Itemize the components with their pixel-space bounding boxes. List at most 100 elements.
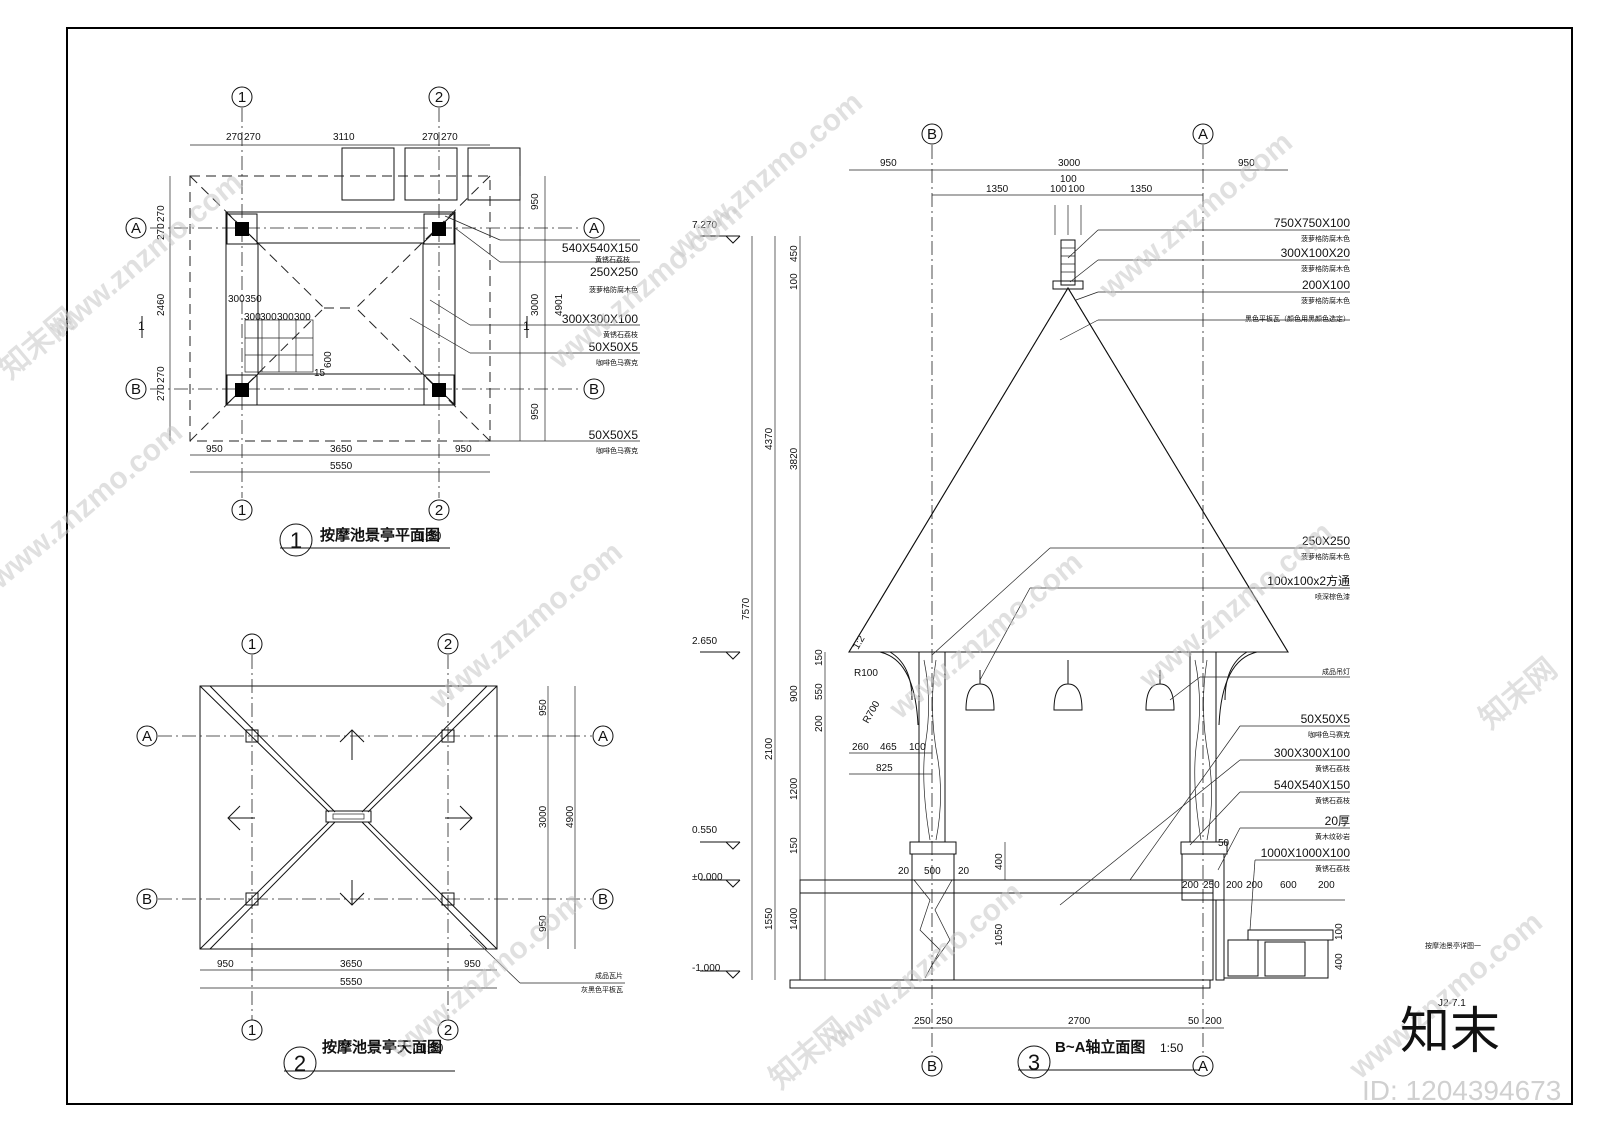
dim-text: 15 [314, 368, 326, 379]
note-sub: 成品吊灯 [1322, 667, 1350, 676]
dim-text: 200 [1318, 880, 1335, 891]
dim-text: 100 [1050, 184, 1067, 195]
note-sub: 咖啡色马赛克 [1308, 730, 1350, 739]
drawing-title: 按摩池景亭平面图 [320, 526, 440, 544]
note-main: 1000X1000X100 [1261, 846, 1351, 860]
note-main: 300X300X100 [1274, 746, 1350, 760]
watermark: www.znzmo.com [43, 165, 249, 346]
dim-text: 270 [441, 132, 458, 143]
note-sub: 黑色平板瓦（颜色用黑颜色选定） [1245, 314, 1350, 323]
axis-label-a: A [142, 728, 152, 745]
plan-dimensions: 270 270 3110 270 270 270 270 2460 270 27… [156, 132, 565, 472]
dim-text: 950 [1238, 158, 1255, 169]
level-text: 0.550 [692, 825, 717, 836]
dim-text: 950 [464, 959, 481, 970]
watermark: www.znzmo.com [663, 85, 869, 266]
note-main: 50X50X5 [589, 428, 639, 442]
dim-text: 200 [1226, 880, 1243, 891]
axis-label-1: 1 [238, 89, 246, 106]
image-id: ID: 1204394673 [1362, 1075, 1561, 1106]
drawing-number: 2 [294, 1051, 306, 1076]
dim-text: R700 [861, 699, 883, 726]
drawing-scale: 1:50 [420, 1041, 444, 1055]
dim-text: 1350 [1130, 184, 1153, 195]
dim-text: 270 [156, 366, 167, 383]
dim-text: 950 [538, 915, 549, 932]
note-main: 300X300X100 [562, 312, 638, 326]
dim-text: 5550 [340, 977, 363, 988]
dim-text: 4900 [565, 805, 576, 828]
note-sub: 黄锈石荔枝 [603, 330, 638, 339]
dim-text: 3650 [330, 444, 353, 455]
dim-text: 50 [1188, 1016, 1200, 1027]
dim-text: 1350 [986, 184, 1009, 195]
dim-text: 3000 [1058, 158, 1081, 169]
level-text: 2.650 [692, 636, 717, 647]
axis-label-a: A [131, 220, 141, 237]
dim-text: 950 [206, 444, 223, 455]
dim-text: 2460 [156, 293, 167, 316]
elevation-drawing [700, 145, 1350, 1055]
dim-text: 100 [1334, 923, 1345, 940]
note-main: 540X540X150 [562, 241, 638, 255]
axis-label-1: 1 [238, 502, 246, 519]
elevation-notes: 750X750X100 菠萝格防腐木色 300X100X20 菠萝格防腐木色 2… [1245, 216, 1350, 873]
dim-text: 270 [156, 205, 167, 222]
dim-text: 465 [880, 742, 897, 753]
roof-plan-dimensions: 950 3000 4900 950 950 3650 950 5550 成品瓦片… [217, 699, 623, 994]
dim-text: 300 [228, 294, 245, 305]
note-main: 成品瓦片 [595, 971, 623, 980]
dim-text: 200 [1205, 1016, 1222, 1027]
watermark: www.znzmo.com [0, 415, 189, 596]
level-text: 7.270 [692, 220, 717, 231]
axis-label-1: 1 [248, 1022, 256, 1039]
note-main: 20厚 [1325, 814, 1350, 828]
dim-text: 950 [880, 158, 897, 169]
dim-text: 20 [958, 866, 970, 877]
plan-title-block: 1 按摩池景亭平面图 1:50 [279, 523, 450, 557]
note-sub: 黄锈石荔枝 [1315, 864, 1350, 873]
dim-text: 3000 [538, 805, 549, 828]
dim-text: 3820 [789, 447, 800, 470]
dim-text: 150 [789, 837, 800, 854]
note-sub: 喷深棕色漆 [1315, 592, 1350, 601]
axis-label-a: A [589, 220, 599, 237]
axis-label-2: 2 [435, 502, 443, 519]
dim-text: 950 [530, 403, 541, 420]
note-sub: 灰黑色平板瓦 [581, 985, 623, 994]
dim-text: 250 [1203, 880, 1220, 891]
axis-label-2: 2 [435, 89, 443, 106]
axis-label-b: B [589, 381, 599, 398]
axis-label-1: 1 [248, 636, 256, 653]
note-main: 750X750X100 [1274, 216, 1350, 230]
note-main: 50X50X5 [589, 340, 639, 354]
dim-text: 950 [538, 699, 549, 716]
dim-text: 950 [217, 959, 234, 970]
dim-text: 1200 [789, 777, 800, 800]
dim-text: 450 [789, 245, 800, 262]
dim-text: 100 [1068, 184, 1085, 195]
dim-text: 150 [814, 649, 825, 666]
dim-text: 300 [244, 312, 261, 323]
dim-text: 350 [245, 294, 262, 305]
note-sub: 菠萝格防腐木色 [1301, 552, 1350, 561]
dim-text: 200 [1182, 880, 1199, 891]
section-mark-right: 1 [523, 319, 530, 333]
elevation-bubbles: B A B A [921, 123, 1214, 1077]
note-sub: 菠萝格防腐木色 [1301, 234, 1350, 243]
dim-text: 300 [260, 312, 277, 323]
note-sub: 黄木纹砂岩 [1315, 832, 1350, 841]
roof-plan-bubbles: 1 2 1 2 A A B B [136, 633, 614, 1041]
dim-text: 270 [226, 132, 243, 143]
axis-label-b: B [131, 381, 141, 398]
note-main: 250X250 [590, 265, 638, 279]
side-note: 按摩池景亭详图一 [1425, 941, 1481, 950]
dim-text: 20 [898, 866, 910, 877]
elevation-dimensions: 950 3000 950 1350 100 100 100 1350 7.270… [692, 158, 1345, 1027]
drawing-number: 1 [290, 528, 302, 553]
note-main: 540X540X150 [1274, 778, 1350, 792]
note-sub: 菠萝格防腐木色 [1301, 264, 1350, 273]
drawing-scale: 1:50 [1160, 1041, 1184, 1055]
dim-text: 270 [156, 223, 167, 240]
drawing-number: 3 [1028, 1050, 1040, 1075]
